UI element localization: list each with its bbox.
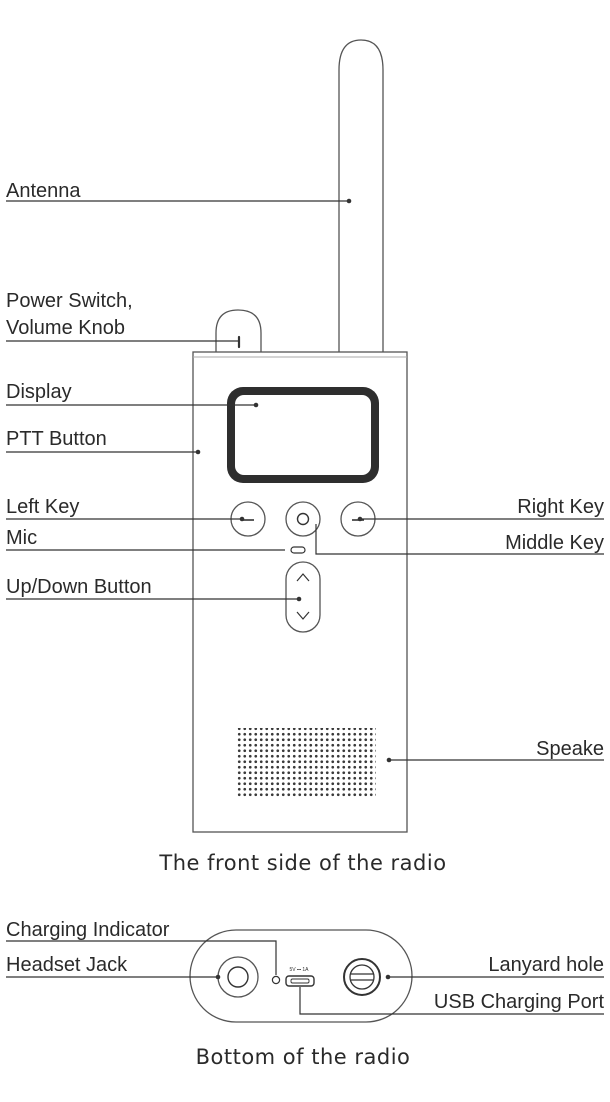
headset-jack: [217, 956, 259, 998]
label-headset-jack: Headset Jack: [6, 954, 128, 976]
antenna: [338, 39, 384, 352]
bottom-labels: Charging Indicator Headset Jack Lanyard …: [6, 919, 604, 1013]
label-antenna: Antenna: [6, 180, 81, 202]
speaker-grill: [236, 728, 376, 798]
label-left-key: Left Key: [6, 496, 79, 518]
charging-indicator-led: [271, 975, 281, 985]
label-up-down-button: Up/Down Button: [6, 576, 152, 598]
label-power-switch-line2: Volume Knob: [6, 317, 125, 339]
label-power-switch-line1: Power Switch,: [6, 290, 133, 312]
label-usb-charging-port: USB Charging Port: [434, 991, 605, 1013]
lanyard-hole: [343, 958, 381, 996]
front-labels: Antenna Power Switch, Volume Knob Displa…: [6, 180, 604, 760]
label-mic: Mic: [6, 527, 37, 549]
port-rating: 5V ⎓ 1A: [290, 967, 310, 973]
middle-key: [285, 501, 321, 537]
mic-hole: [290, 546, 306, 554]
label-display: Display: [6, 381, 72, 403]
label-charging-indicator: Charging Indicator: [6, 919, 170, 941]
bottom-caption: Bottom of the radio: [196, 1045, 411, 1069]
bottom-callouts: [6, 940, 604, 1015]
label-speaker: Speake: [536, 738, 604, 760]
front-callouts: [6, 198, 604, 763]
label-right-key: Right Key: [517, 496, 604, 518]
label-ptt-button: PTT Button: [6, 428, 107, 450]
label-lanyard-hole: Lanyard hole: [488, 954, 604, 976]
label-middle-key: Middle Key: [505, 532, 604, 554]
radio-front-view: [192, 39, 408, 833]
usb-port: [285, 975, 315, 987]
up-down-button: [285, 561, 321, 633]
display-screen: [235, 395, 371, 475]
radio-bottom-view: 5V ⎓ 1A: [189, 929, 413, 1023]
front-caption: The front side of the radio: [158, 851, 446, 875]
